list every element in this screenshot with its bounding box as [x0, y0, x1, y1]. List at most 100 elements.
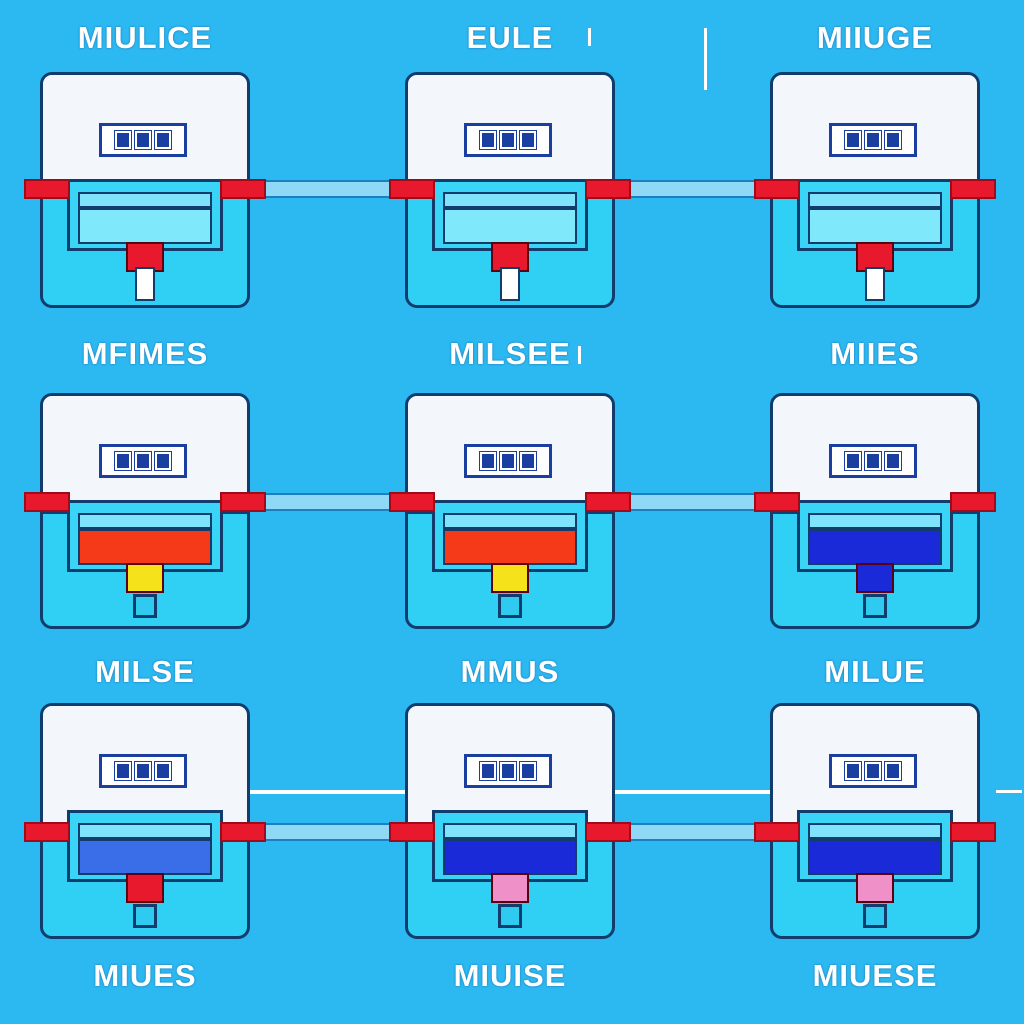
connector-bar	[607, 493, 778, 511]
panel-label: MIUESE	[812, 958, 938, 993]
tick-mark	[996, 790, 1022, 793]
connector-stub-red	[754, 179, 800, 199]
bin-lip	[808, 513, 942, 529]
bin-tray	[808, 839, 942, 903]
bin-tray	[808, 208, 942, 272]
panel-label: MMUS	[460, 654, 560, 689]
display-segment	[499, 761, 517, 781]
bin-lip	[78, 513, 212, 529]
block-icon	[126, 873, 164, 903]
bin-icon	[67, 810, 223, 903]
display-segment	[499, 451, 517, 471]
machine-panel	[405, 703, 615, 939]
panel-header	[408, 706, 612, 824]
display-segment	[114, 130, 132, 150]
display-icon	[99, 754, 187, 788]
connector-stub-red	[585, 179, 631, 199]
display-icon	[464, 123, 552, 157]
panel-header	[43, 75, 247, 193]
connector-stub-red	[220, 492, 266, 512]
connector-stub-red	[24, 822, 70, 842]
post-icon	[135, 267, 155, 301]
display-segment	[154, 130, 172, 150]
bin-tray	[443, 529, 577, 593]
bin-icon	[67, 179, 223, 272]
connector-stub-red	[389, 492, 435, 512]
panel-header	[773, 706, 977, 824]
block-icon	[126, 563, 164, 593]
bin-tray	[78, 839, 212, 903]
bin-tray	[443, 839, 577, 903]
display-icon	[829, 444, 917, 478]
post-icon	[865, 267, 885, 301]
bin-tray	[78, 529, 212, 593]
connector-bar	[242, 823, 413, 841]
panel-header	[408, 396, 612, 514]
bin-icon	[797, 500, 953, 593]
connector-bar	[242, 180, 413, 198]
block-icon	[491, 873, 529, 903]
panel-label: MILUE	[824, 654, 926, 689]
tick-mark	[588, 28, 591, 46]
connector-stub-red	[950, 179, 996, 199]
connector-stub-red	[24, 492, 70, 512]
post-icon	[133, 904, 157, 928]
panel-label: MIUISE	[453, 958, 567, 993]
machine-panel	[40, 393, 250, 629]
bin-icon	[797, 179, 953, 272]
display-segment	[844, 761, 862, 781]
panel-label: MIULICE	[77, 20, 213, 55]
machine-panel	[40, 72, 250, 308]
display-segment	[479, 130, 497, 150]
panel-header	[773, 75, 977, 193]
post-icon	[133, 594, 157, 618]
panel-header	[43, 706, 247, 824]
connector-stub-red	[389, 822, 435, 842]
display-icon	[99, 444, 187, 478]
post-icon	[863, 594, 887, 618]
panel-label: MILSE	[95, 654, 195, 689]
machine-panel	[770, 72, 980, 308]
display-segment	[114, 451, 132, 471]
bin-lip	[443, 823, 577, 839]
connector-stub-red	[585, 822, 631, 842]
display-segment	[884, 761, 902, 781]
display-segment	[884, 130, 902, 150]
connector-stub-red	[24, 179, 70, 199]
display-segment	[864, 761, 882, 781]
bin-lip	[443, 192, 577, 208]
connector-stub-red	[950, 822, 996, 842]
panel-label: MFIMES	[81, 336, 209, 371]
machine-panel	[40, 703, 250, 939]
post-icon	[498, 904, 522, 928]
display-segment	[844, 130, 862, 150]
post-icon	[498, 594, 522, 618]
bin-lip	[808, 192, 942, 208]
display-icon	[829, 754, 917, 788]
display-segment	[154, 451, 172, 471]
connector-bar	[607, 823, 778, 841]
bin-icon	[432, 179, 588, 272]
block-icon	[856, 563, 894, 593]
display-segment	[479, 451, 497, 471]
panel-label: MILSEE	[449, 336, 571, 371]
tick-mark	[578, 346, 581, 364]
display-segment	[134, 761, 152, 781]
block-icon	[856, 873, 894, 903]
bin-icon	[432, 500, 588, 593]
display-segment	[479, 761, 497, 781]
panel-label: EULE	[466, 20, 554, 55]
panel-header	[773, 396, 977, 514]
panel-header	[43, 396, 247, 514]
bin-icon	[432, 810, 588, 903]
bin-lip	[443, 513, 577, 529]
display-segment	[519, 451, 537, 471]
post-icon	[500, 267, 520, 301]
bin-icon	[67, 500, 223, 593]
display-segment	[519, 761, 537, 781]
display-segment	[844, 451, 862, 471]
panel-label: MIIES	[830, 336, 920, 371]
display-segment	[134, 451, 152, 471]
display-segment	[134, 130, 152, 150]
